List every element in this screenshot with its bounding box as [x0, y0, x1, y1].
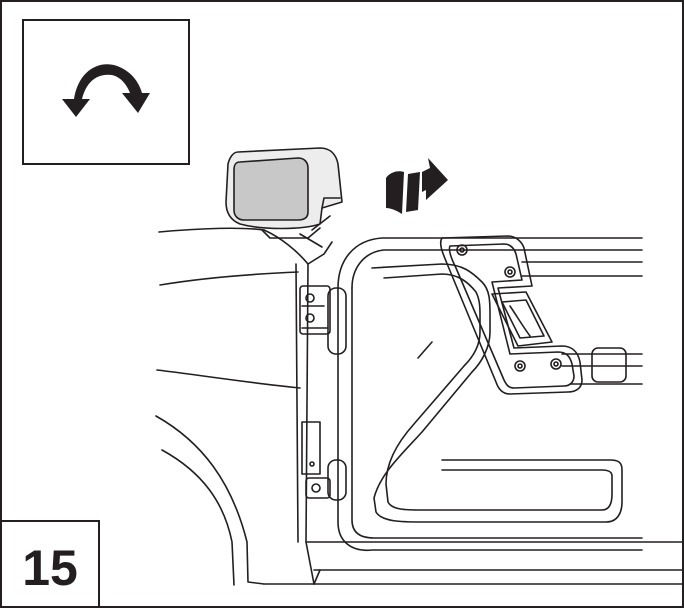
door-hinges	[299, 285, 347, 501]
side-mirror	[225, 147, 343, 230]
inset-panel	[22, 19, 190, 165]
swing-open-arrow-icon	[386, 158, 448, 214]
tube-door-frame	[337, 237, 643, 551]
vehicle-body	[155, 215, 682, 586]
step-number-box: 15	[2, 520, 100, 606]
grab-handle	[439, 235, 583, 395]
rotate-arrows-icon	[62, 64, 150, 117]
step-number: 15	[22, 540, 78, 596]
